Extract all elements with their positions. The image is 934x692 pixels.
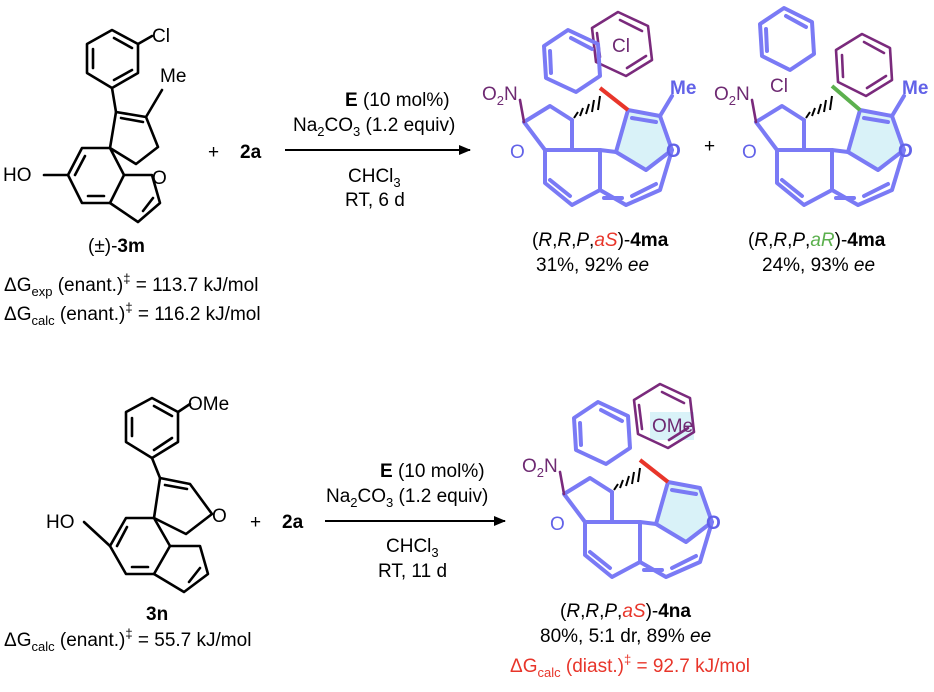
dg-calc-3m: ΔGcalc (enant.)‡ = 116.2 kJ/mol xyxy=(4,300,261,328)
structure-4ma-as xyxy=(518,10,674,207)
conditions-catalyst-1: E (10 mol%) xyxy=(345,90,450,111)
dg-exp-3m: ΔGexp (enant.)‡ = 113.7 kJ/mol xyxy=(4,271,258,299)
conditions-time-2: RT, 11 d xyxy=(378,561,447,582)
structure-3n xyxy=(82,396,214,594)
label-3m: (±)-3m xyxy=(88,236,145,257)
atom-cl-3m: Cl xyxy=(152,26,170,47)
yield-4ma-ar: 24%, 93% ee xyxy=(762,255,875,276)
atom-ome-4na: OMe xyxy=(652,416,693,437)
conditions-catalyst-2: E (10 mol%) xyxy=(380,461,485,482)
atom-ho-3m: HO xyxy=(3,165,32,186)
atom-o-furan-4ma-as: O xyxy=(666,141,681,162)
conditions-solvent-2: CHCl3 xyxy=(386,536,439,560)
conditions-base-1: Na2CO3 (1.2 equiv) xyxy=(293,115,455,139)
atom-o-furan-4na: O xyxy=(706,513,721,534)
plus-sign-3: + xyxy=(250,512,261,533)
dg-calc-diast-4na: ΔGcalc (diast.)‡ = 92.7 kJ/mol xyxy=(510,652,750,680)
plus-sign-1: + xyxy=(208,142,219,163)
atom-o-ring-4ma-ar: O xyxy=(742,142,757,163)
structure-4na-as xyxy=(558,382,714,579)
reagent-2a-2: 2a xyxy=(282,512,304,533)
atom-o-ring-4na: O xyxy=(550,514,565,535)
atom-o2n-4ma-as: O2N xyxy=(482,84,518,108)
atom-cl-4ma-as: Cl xyxy=(612,36,630,57)
atom-cl-4ma-ar: Cl xyxy=(770,76,788,97)
atom-o-ring-4ma-as: O xyxy=(510,142,525,163)
atom-o-furan-4ma-ar: O xyxy=(898,141,913,162)
conditions-time-1: RT, 6 d xyxy=(345,190,405,211)
reagent-2a-1: 2a xyxy=(240,142,262,163)
label-4ma-as: (R,R,P,aS)-4ma xyxy=(532,230,669,251)
atom-me-4ma-as: Me xyxy=(670,78,696,99)
label-4na: (R,R,P,aS)-4na xyxy=(560,601,691,622)
dg-calc-3n: ΔGcalc (enant.)‡ = 55.7 kJ/mol xyxy=(4,626,251,654)
yield-4ma-as: 31%, 92% ee xyxy=(536,255,649,276)
conditions-base-2: Na2CO3 (1.2 equiv) xyxy=(326,486,488,510)
label-4ma-ar: (R,R,P,aR)-4ma xyxy=(748,230,886,251)
plus-sign-2: + xyxy=(704,136,715,157)
atom-me-3m: Me xyxy=(160,66,186,87)
structure-3m xyxy=(42,28,164,224)
atom-o2n-4na: O2N xyxy=(522,456,558,480)
atom-me-4ma-ar: Me xyxy=(902,78,928,99)
conditions-solvent-1: CHCl3 xyxy=(348,166,401,190)
atom-o-3n: O xyxy=(212,506,227,527)
atom-o2n-4ma-ar: O2N xyxy=(714,84,750,108)
label-3n: 3n xyxy=(146,604,168,625)
structure-4ma-ar xyxy=(750,6,906,207)
atom-ome-3n: OMe xyxy=(188,394,229,415)
atom-o-3m: O xyxy=(152,168,167,189)
atom-ho-3n: HO xyxy=(46,512,75,533)
yield-4na: 80%, 5:1 dr, 89% ee xyxy=(540,626,711,647)
